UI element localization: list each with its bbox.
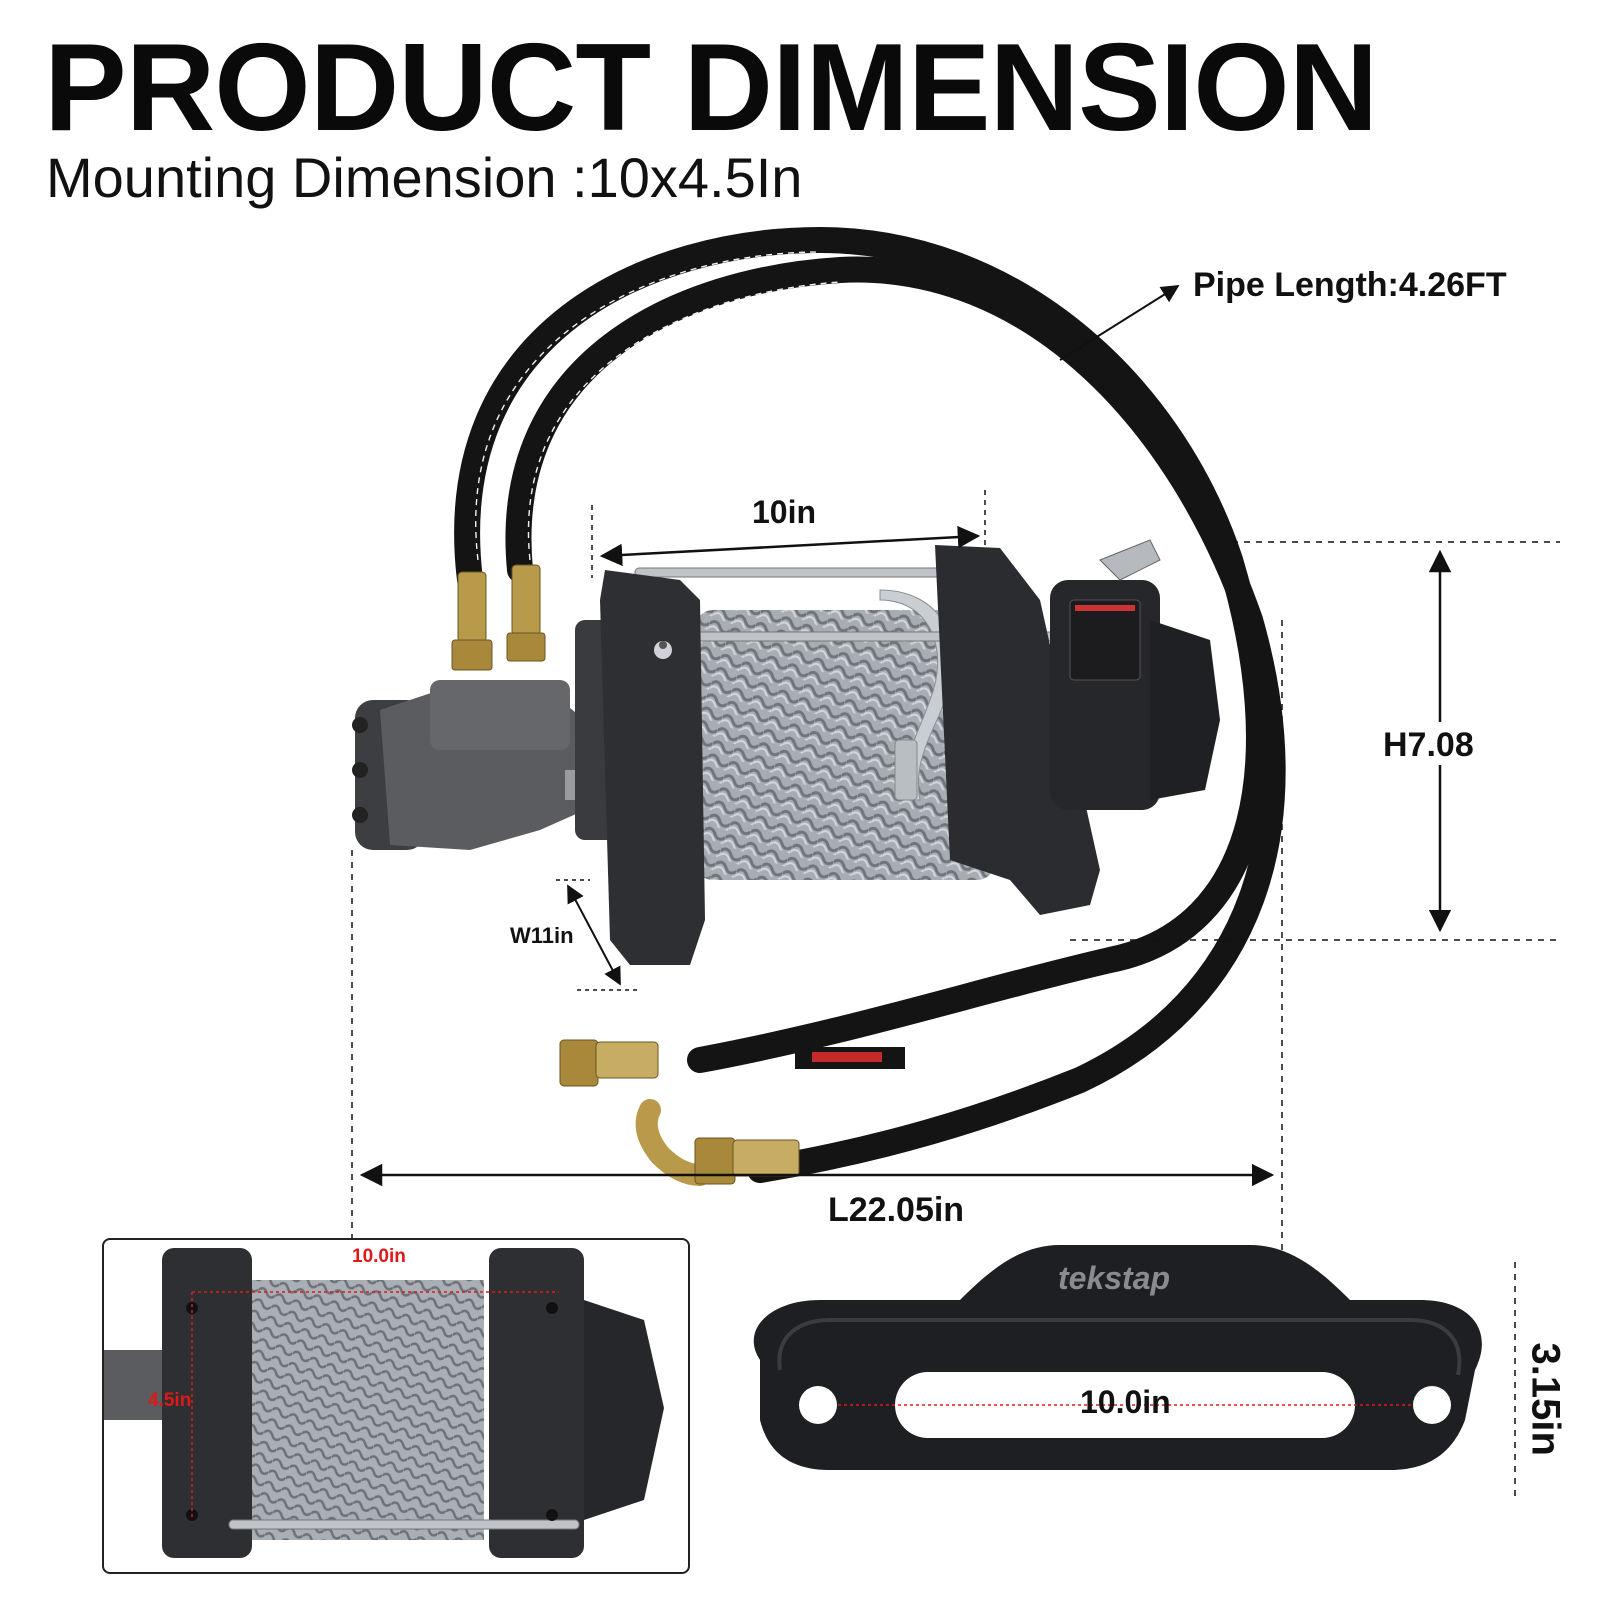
pipe-length-label: Pipe Length:4.26FT [1193, 266, 1507, 304]
cable-drum [695, 589, 995, 880]
drum-width-label: 10in [752, 494, 817, 530]
page-title: PRODUCT DIMENSION [44, 19, 1378, 157]
mounting-detail-inset: 10.0in 4.5in [102, 1238, 690, 1574]
inset-height-label: 4.5in [148, 1390, 192, 1411]
hydraulic-motor [352, 680, 595, 850]
fairlead-height-label: 3.15in [1523, 1342, 1568, 1456]
height-label: H7.08 [1383, 726, 1474, 764]
fairlead-brand-logo: tekstap [1058, 1260, 1171, 1296]
dimension-lines [351, 285, 1560, 1502]
right-gearbox [935, 539, 1220, 915]
inset-width-label: 10.0in [352, 1246, 406, 1267]
hawse-fairlead [753, 1245, 1482, 1470]
length-label: L22.05in [828, 1191, 965, 1229]
width-label: W11in [510, 923, 574, 948]
left-end-bracket [575, 570, 705, 965]
mounting-dimension-subtitle: Mounting Dimension :10x4.5In [46, 146, 803, 209]
hydraulic-hoses [454, 226, 1286, 1183]
fairlead-span-label: 10.0in [1080, 1384, 1171, 1420]
mounting-detail-graphic [104, 1248, 664, 1558]
hose-fittings-top [451, 564, 546, 671]
